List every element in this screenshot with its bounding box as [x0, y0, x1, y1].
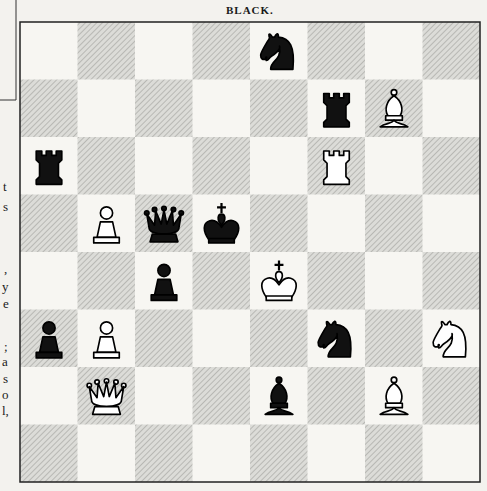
board-ground — [20, 22, 480, 482]
black-rook — [36, 151, 62, 184]
black-pawn — [151, 264, 177, 300]
dark-square — [135, 425, 193, 483]
white-bishop — [380, 90, 408, 127]
column-fragment: t — [3, 180, 7, 193]
column-fragment: a — [2, 355, 8, 368]
black-knight — [261, 34, 294, 70]
dark-square — [423, 252, 481, 310]
dark-square — [78, 22, 136, 80]
dark-square — [250, 195, 308, 253]
column-rule — [16, 0, 17, 100]
dark-square — [250, 425, 308, 483]
white-pawn — [94, 207, 120, 243]
board-heading: BLACK. — [226, 5, 274, 16]
dark-square — [193, 22, 251, 80]
column-fragment: ; — [4, 340, 8, 353]
dark-square — [78, 252, 136, 310]
dark-square — [308, 22, 366, 80]
dark-square — [250, 310, 308, 368]
dark-square — [308, 137, 366, 195]
white-knight — [433, 321, 466, 357]
column-fragment: , — [4, 262, 7, 275]
dark-square — [250, 80, 308, 138]
dark-square — [308, 252, 366, 310]
dark-square — [365, 310, 423, 368]
black-queen — [145, 206, 184, 242]
black-knight — [318, 321, 351, 357]
dark-squares — [20, 22, 480, 482]
dark-square — [193, 137, 251, 195]
dark-square — [78, 367, 136, 425]
white-bishop — [380, 377, 408, 414]
dark-square — [20, 195, 78, 253]
white-pawn — [94, 322, 120, 358]
dark-square — [365, 195, 423, 253]
column-fragment: l, — [2, 404, 9, 417]
chess-pieces — [36, 34, 466, 415]
white-queen — [87, 379, 126, 415]
column-fragment: e — [3, 297, 9, 310]
dark-square — [78, 137, 136, 195]
dark-square — [365, 80, 423, 138]
black-bishop — [265, 377, 293, 414]
dark-square — [20, 80, 78, 138]
dark-square — [423, 367, 481, 425]
dark-square — [135, 310, 193, 368]
black-pawn — [36, 322, 62, 358]
dark-square — [193, 367, 251, 425]
black-king — [204, 203, 238, 243]
column-rule — [0, 100, 16, 101]
dark-square — [20, 425, 78, 483]
column-fragment: o — [2, 388, 9, 401]
dark-square — [423, 137, 481, 195]
dark-square — [135, 80, 193, 138]
column-fragment: s — [3, 200, 8, 213]
white-rook — [324, 151, 350, 184]
column-fragment: s — [3, 372, 8, 385]
dark-square — [135, 195, 193, 253]
dark-square — [423, 22, 481, 80]
dark-square — [20, 310, 78, 368]
column-fragment: y — [2, 280, 9, 293]
dark-square — [193, 252, 251, 310]
dark-square — [365, 425, 423, 483]
dark-square — [308, 367, 366, 425]
black-rook — [324, 94, 350, 127]
white-king — [262, 260, 296, 300]
board-frame — [20, 22, 480, 482]
